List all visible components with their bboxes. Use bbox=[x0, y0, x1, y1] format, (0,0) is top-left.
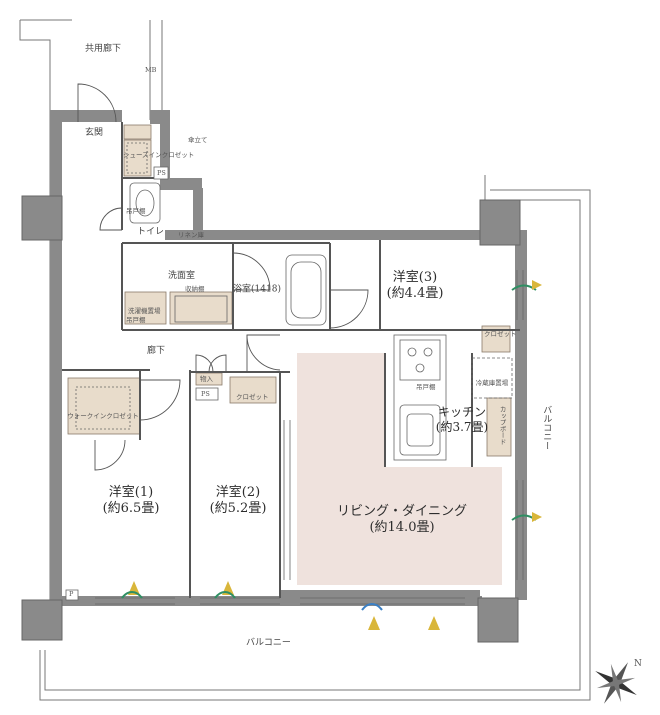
walkin-closet-label: ウォークインクロゼット bbox=[67, 411, 139, 420]
linen-label: リネン庫 bbox=[178, 231, 204, 239]
kitchen-label: キッチン(約3.7畳) bbox=[435, 405, 489, 434]
doors bbox=[77, 83, 369, 471]
storage-label: 物入 bbox=[200, 375, 213, 383]
western-room-2-label: 洋室(2)(約5.2畳) bbox=[209, 484, 267, 516]
washroom-label: 洗面室 bbox=[168, 271, 196, 281]
closet-hall-label: クロゼット bbox=[236, 393, 269, 401]
entrance-label: 玄関 bbox=[85, 128, 104, 138]
p-mark-label: P bbox=[69, 590, 74, 598]
vent-markers bbox=[121, 280, 542, 630]
ps-boxes bbox=[65, 166, 219, 601]
ps-label-entrance: PS bbox=[157, 169, 166, 177]
compass: N bbox=[590, 655, 646, 711]
ps-label-hall: PS bbox=[201, 390, 210, 398]
mirror-cabinet-label: 吊戸棚 bbox=[126, 316, 146, 324]
compass-icon bbox=[595, 662, 637, 704]
closet-room3-label: クロゼット bbox=[484, 330, 517, 338]
hallway-label: 廊下 bbox=[147, 346, 166, 356]
storage-tints bbox=[67, 124, 512, 457]
umbrella-stand-label: 傘立て bbox=[188, 136, 208, 144]
cupboard-label: カップボード bbox=[498, 406, 507, 445]
north-label: N bbox=[634, 659, 642, 669]
common-corridor-label: 共用廊下 bbox=[85, 44, 122, 54]
washroom-storage-label: 収納棚 bbox=[185, 285, 205, 293]
toilet-label: トイレ bbox=[137, 227, 165, 237]
shoe-closet-label: シューズインクロゼット bbox=[123, 151, 195, 159]
fixtures bbox=[75, 142, 524, 605]
bath-label: 浴室(1418) bbox=[233, 284, 281, 295]
living-floor bbox=[297, 353, 502, 585]
living-dining-label: リビング・ダイニング(約14.0畳) bbox=[336, 503, 468, 535]
mb-label: MB bbox=[145, 66, 157, 74]
washer-label: 洗濯機置場 bbox=[128, 307, 161, 315]
balcony-right-label: バルコニー bbox=[541, 405, 552, 450]
western-room-3-label: 洋室(3)(約4.4畳) bbox=[386, 269, 444, 301]
balcony-bottom-label: バルコニー bbox=[246, 638, 291, 648]
toilet-shelf-label: 吊戸棚 bbox=[126, 207, 146, 215]
columns bbox=[21, 195, 521, 643]
kitchen-shelf-label: 吊戸棚 bbox=[416, 383, 436, 391]
fridge-space-label: 冷蔵庫置場 bbox=[475, 378, 509, 387]
western-room-1-label: 洋室(1)(約6.5畳) bbox=[102, 484, 160, 516]
